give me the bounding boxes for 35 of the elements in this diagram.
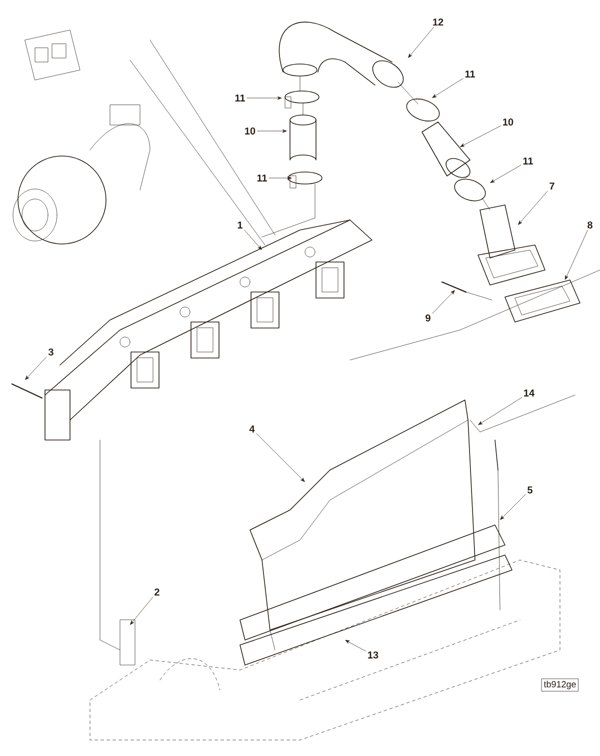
callout-number: 11	[523, 158, 533, 164]
callout-number: 5	[528, 486, 532, 494]
leader-line	[565, 230, 588, 280]
callout-number: 3	[48, 348, 54, 356]
callout-number: 10	[245, 127, 256, 135]
leader-line	[257, 129, 287, 133]
leader-line	[268, 176, 292, 180]
callout-number: 10	[503, 118, 514, 126]
leader-line	[256, 433, 305, 482]
leader-line	[432, 78, 464, 98]
callout-number: 11	[235, 94, 245, 102]
callout-number: 7	[550, 182, 554, 190]
callout-number: 4	[249, 426, 255, 432]
callout-number: 12	[433, 18, 444, 26]
leader-line	[408, 27, 434, 58]
callout-number: 13	[368, 651, 378, 659]
callout-number: 2	[154, 588, 160, 596]
figure-code: tb912ge	[542, 678, 578, 692]
leader-line	[244, 230, 262, 250]
leader-line	[500, 494, 526, 520]
leader-line	[246, 96, 282, 100]
leader-line	[518, 190, 548, 225]
leader-line	[478, 397, 522, 425]
callout-number: 11	[257, 174, 267, 182]
leader-line	[345, 640, 366, 652]
leader-line	[130, 597, 153, 625]
leader-line	[25, 356, 47, 380]
callout-number: 8	[588, 221, 592, 229]
leader-line	[460, 126, 501, 147]
callout-number: 1	[238, 222, 242, 228]
leader-line	[432, 290, 455, 314]
callout-number: 9	[426, 314, 430, 322]
callout-number: 11	[465, 70, 475, 78]
callout-number: 14	[524, 390, 534, 396]
leader-line	[490, 164, 522, 183]
